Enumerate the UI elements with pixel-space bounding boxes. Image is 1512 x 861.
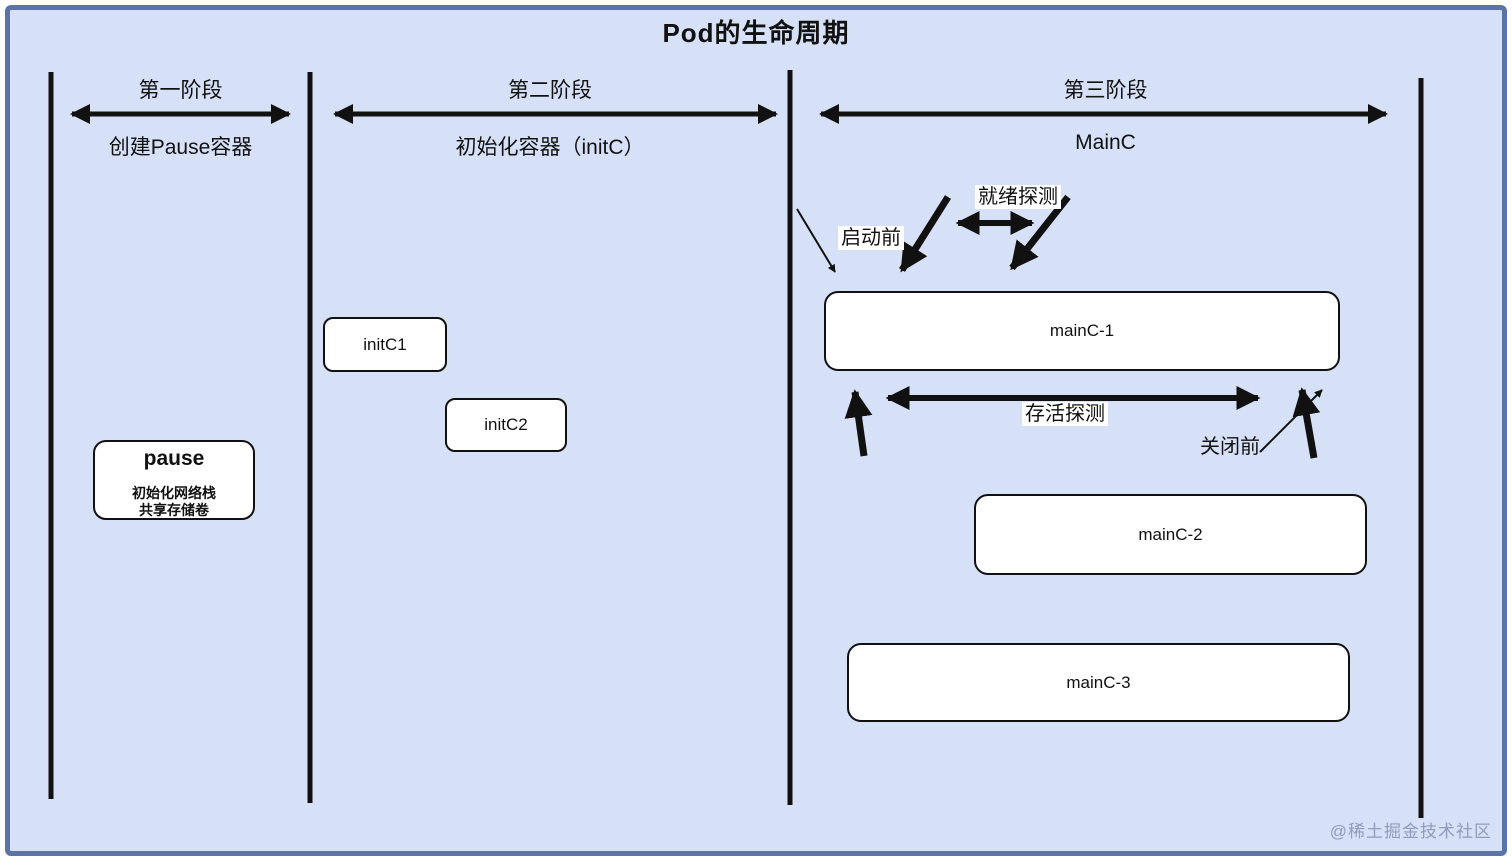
- initc1-box: initC1: [323, 317, 447, 372]
- phase2-label: 第二阶段: [508, 79, 592, 102]
- pause-box-title: pause: [143, 447, 205, 470]
- mainc2-box: mainC-2: [974, 494, 1367, 575]
- phase2-sublabel: 初始化容器（initC）: [455, 136, 645, 159]
- phase1-label: 第一阶段: [138, 79, 223, 102]
- pause-box-line1: 初始化网络栈: [132, 485, 216, 501]
- phase3-label: 第三阶段: [1063, 79, 1148, 102]
- mainc3-label: mainC-3: [1066, 672, 1131, 692]
- mainc1-label: mainC-1: [1049, 321, 1115, 340]
- initc2-label: initC2: [484, 415, 528, 434]
- readiness-probe-label: 就绪探测: [975, 185, 1061, 209]
- mainc2-label: mainC-2: [1138, 524, 1203, 544]
- initc1-label: initC1: [363, 334, 407, 354]
- pre-start-label: 启动前: [838, 226, 904, 250]
- mainc3-box: mainC-3: [847, 643, 1350, 722]
- pause-box-description: 初始化网络栈 共享存储卷: [132, 485, 216, 519]
- phase1-sublabel: 创建Pause容器: [108, 136, 253, 159]
- mainc1-box: mainC-1: [824, 291, 1340, 371]
- page-title: Pod的生命周期: [662, 18, 850, 48]
- initc2-box: initC2: [445, 398, 567, 452]
- phase3-sublabel: MainC: [1075, 131, 1136, 154]
- watermark: @稀土掘金技术社区: [1329, 822, 1492, 841]
- pause-box-line2: 共享存储卷: [139, 502, 209, 518]
- liveness-probe-label: 存活探测: [1022, 402, 1108, 426]
- pause-container-box: pause 初始化网络栈 共享存储卷: [93, 440, 255, 520]
- pre-stop-label: 关闭前: [1200, 436, 1260, 458]
